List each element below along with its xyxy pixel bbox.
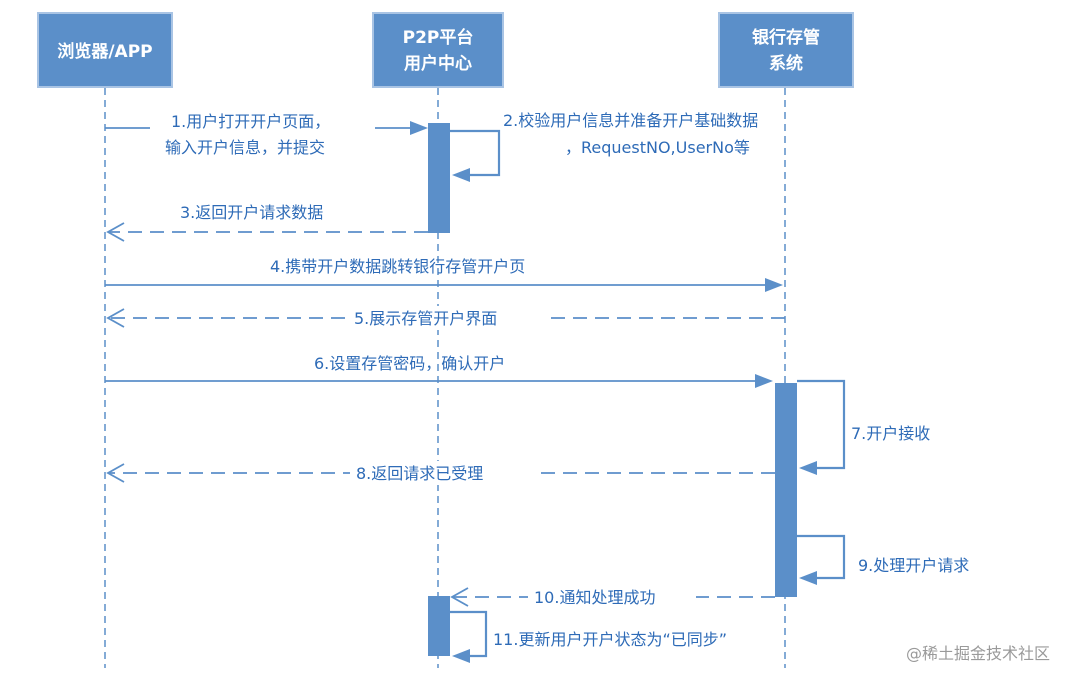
- actor-browser: 浏览器/APP: [37, 12, 173, 88]
- message-8-label: 8.返回请求已受理: [356, 464, 483, 483]
- message-1: 1.用户打开开户页面， 输入开户信息，并提交: [105, 108, 428, 162]
- watermark: @稀土掘金技术社区: [906, 644, 1050, 663]
- message-1-label-line1: 1.用户打开开户页面，: [171, 112, 330, 131]
- actor-p2p: P2P平台 用户中心: [372, 12, 504, 88]
- message-6: 6.设置存管密码，确认开户: [105, 354, 773, 388]
- message-5-label: 5.展示存管开户界面: [354, 309, 497, 328]
- actor-bank: 银行存管 系统: [718, 12, 854, 88]
- activation-p2p-2: [428, 596, 450, 656]
- actor-bank-label-line2: 系统: [769, 53, 803, 74]
- message-3: 3.返回开户请求数据: [106, 203, 428, 242]
- actor-p2p-label-line2: 用户中心: [404, 53, 472, 74]
- message-9-label: 9.处理开户请求: [858, 556, 969, 575]
- actor-p2p-label-line1: P2P平台: [403, 27, 474, 48]
- message-4-label: 4.携带开户数据跳转银行存管开户页: [270, 257, 525, 276]
- message-3-label: 3.返回开户请求数据: [180, 203, 323, 222]
- message-1-label-line2: 输入开户信息，并提交: [165, 138, 325, 157]
- message-2-label-line1: 2.校验用户信息并准备开户基础数据: [503, 111, 758, 130]
- activation-p2p-1: [428, 123, 450, 233]
- message-2-label-line2: ，RequestNO,UserNo等: [565, 138, 750, 157]
- message-9: 9.处理开户请求: [797, 534, 969, 585]
- message-10: 10.通知处理成功: [450, 585, 775, 609]
- message-11: 11.更新用户开户状态为“已同步”: [450, 610, 727, 663]
- message-7: 7.开户接收: [797, 379, 930, 475]
- message-6-label: 6.设置存管密码，确认开户: [314, 354, 505, 373]
- message-5: 5.展示存管开户界面: [106, 306, 785, 330]
- actor-bank-label-line1: 银行存管: [752, 27, 820, 48]
- message-4: 4.携带开户数据跳转银行存管开户页: [105, 257, 783, 292]
- activation-bank-1: [775, 383, 797, 597]
- message-11-label: 11.更新用户开户状态为“已同步”: [493, 630, 727, 649]
- actor-browser-label: 浏览器/APP: [57, 41, 152, 62]
- message-10-label: 10.通知处理成功: [534, 588, 655, 607]
- message-2: 2.校验用户信息并准备开户基础数据 ，RequestNO,UserNo等: [450, 111, 758, 182]
- message-8: 8.返回请求已受理: [106, 461, 775, 485]
- message-7-label: 7.开户接收: [851, 424, 930, 443]
